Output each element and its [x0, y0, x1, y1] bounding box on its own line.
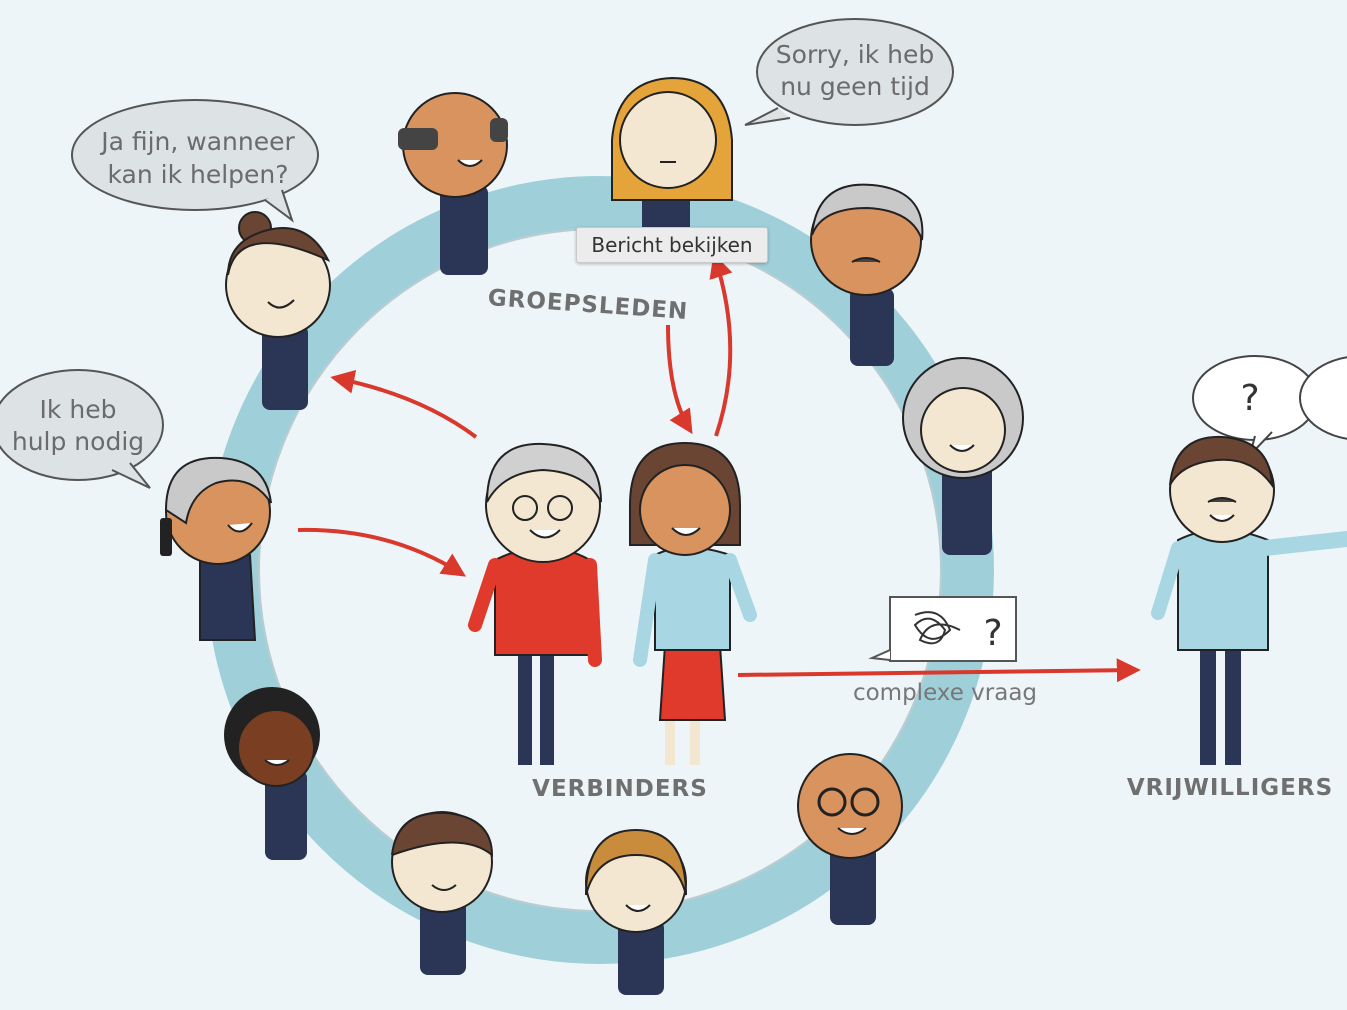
person-brown-hair-man-bottom	[391, 811, 494, 975]
person-bald-glasses-bottom	[797, 753, 903, 925]
svg-text:?: ?	[1240, 378, 1259, 419]
arrow-from-helper	[297, 527, 467, 577]
svg-text:nu geen tijd: nu geen tijd	[780, 72, 930, 101]
label-groepsleden: GROEPSLEDEN	[487, 285, 689, 325]
person-bald-glasses-top	[398, 92, 508, 275]
person-bun-woman	[225, 211, 331, 410]
svg-text:Sorry, ik heb: Sorry, ik heb	[776, 40, 934, 69]
complex-question-card: ?	[868, 596, 1017, 662]
arrow-down-to-connectors	[666, 324, 693, 435]
person-curly-grey-woman	[902, 357, 1024, 555]
person-grey-woman-phone	[160, 456, 272, 641]
arrow-to-volunteers	[737, 658, 1141, 683]
label-vrijwilligers: VRIJWILLIGERS	[1127, 775, 1333, 801]
arrow-to-left-member	[330, 370, 478, 439]
label-complexe-vraag: complexe vraag	[853, 680, 1037, 706]
volunteer-man	[1151, 435, 1347, 765]
label-verbinders: VERBINDERS	[532, 776, 708, 802]
view-message-tooltip: Bericht bekijken	[576, 227, 768, 263]
connector-man	[468, 442, 602, 765]
speech-bubble-left: Ik heb hulp nodig	[0, 369, 164, 489]
arrow-up-to-members	[709, 253, 733, 437]
person-blonde-woman-bottom	[585, 828, 687, 995]
person-blonde-woman-top	[611, 76, 733, 245]
speech-bubble-top-right: Sorry, ik heb nu geen tijd	[744, 18, 954, 126]
person-grey-mustache	[810, 183, 924, 366]
svg-text:hulp nodig: hulp nodig	[12, 427, 144, 456]
svg-text:?: ?	[983, 613, 1002, 654]
svg-text:kan ik helpen?: kan ik helpen?	[107, 160, 288, 189]
speech-bubble-top-left: Ja fijn, wanneer kan ik helpen?	[71, 99, 319, 223]
svg-text:Ik heb: Ik heb	[40, 395, 117, 424]
svg-text:Ja fijn, wanneer: Ja fijn, wanneer	[99, 127, 295, 156]
person-curly-black-woman	[224, 687, 320, 860]
thought-bubble-volunteer: ?	[1192, 355, 1347, 459]
connector-woman	[629, 441, 757, 765]
